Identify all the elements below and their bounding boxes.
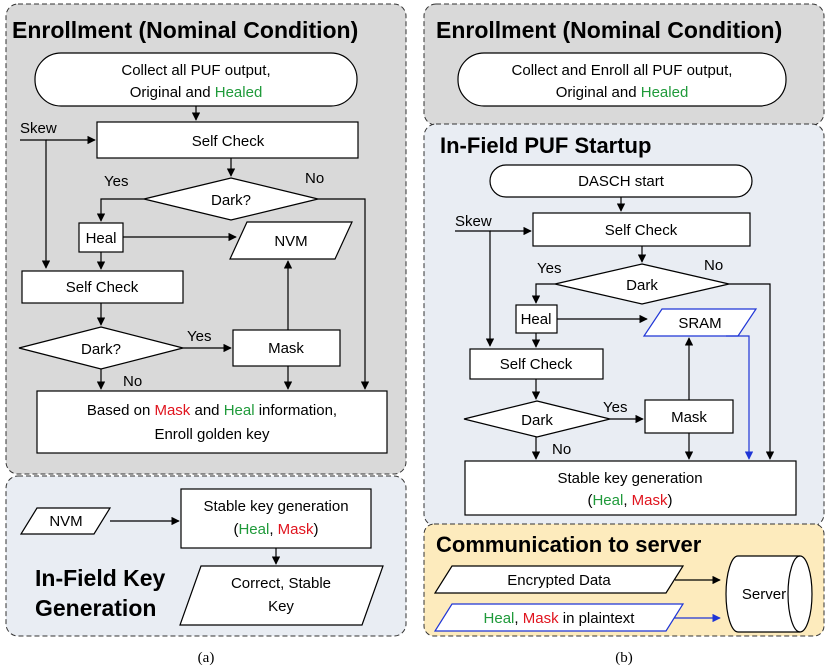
stable-comma-b: , xyxy=(623,492,631,509)
infield-key-title-1: In-Field Key xyxy=(35,565,166,591)
collect-line2-b: Original and Healed xyxy=(556,84,689,101)
correct-line1: Correct, Stable xyxy=(231,575,331,592)
communication-title: Communication to server xyxy=(436,532,702,557)
yes-label-1-a: Yes xyxy=(104,173,128,190)
collect-healed-b: Healed xyxy=(641,84,689,101)
panel-a: Enrollment (Nominal Condition) Collect a… xyxy=(5,3,407,666)
stable-key-box-a xyxy=(180,488,372,549)
enroll-golden-key-label: Enroll golden key xyxy=(154,426,270,443)
correct-line2: Key xyxy=(268,598,294,615)
skew-label-b: Skew xyxy=(455,213,492,230)
dark-label-2-a: Dark? xyxy=(81,341,121,358)
stable-mask-a: Mask xyxy=(278,521,314,538)
enrollment-title-a: Enrollment (Nominal Condition) xyxy=(12,17,358,43)
plain-heal: Heal xyxy=(484,610,515,627)
caption-b: (b) xyxy=(615,650,633,666)
plain-rest: in plaintext xyxy=(559,610,636,627)
based-heal: Heal xyxy=(224,402,255,419)
correct-key-parallelogram xyxy=(179,565,384,626)
self-check-box-2-a xyxy=(21,270,184,304)
no-label-2-a: No xyxy=(123,373,142,390)
heal-label-b: Heal xyxy=(521,311,552,328)
nvm-label-a: NVM xyxy=(274,233,307,250)
plaintext-parallelogram xyxy=(433,603,685,632)
self-check-label-1-a: Self Check xyxy=(192,133,265,150)
mask-label-b: Mask xyxy=(671,409,707,426)
heal-box-a xyxy=(78,222,124,253)
self-check-label-2-b: Self Check xyxy=(500,356,573,373)
stable-heal-b: Heal xyxy=(592,492,623,509)
based-mask: Mask xyxy=(154,402,190,419)
encrypted-data-parallelogram xyxy=(433,565,685,594)
no-label-2-b: No xyxy=(552,441,571,458)
enroll-golden-key-box xyxy=(36,390,388,454)
based-line: Based on Mask and Heal information, xyxy=(87,402,337,419)
stable-close-b: ) xyxy=(668,492,673,509)
collect-line1-b: Collect and Enroll all PUF output, xyxy=(512,62,733,79)
panel-b: Enrollment (Nominal Condition) Collect a… xyxy=(423,3,825,666)
nvm-parallelogram-infield xyxy=(19,507,112,535)
stable-key-line2-a: (Heal, Mask) xyxy=(233,521,318,538)
stable-mask-b: Mask xyxy=(632,492,668,509)
collect-healed: Healed xyxy=(215,84,263,101)
collect-box-b xyxy=(457,52,787,107)
dasch-start-label: DASCH start xyxy=(578,173,665,190)
self-check-box-2-b xyxy=(469,348,604,380)
dark-label-2-b: Dark xyxy=(521,412,553,429)
stable-heal-a: Heal xyxy=(238,521,269,538)
nvm-parallelogram-a xyxy=(229,221,353,260)
mask-label-a: Mask xyxy=(268,340,304,357)
skew-label-a: Skew xyxy=(20,120,57,137)
stable-key-line1-a: Stable key generation xyxy=(203,498,348,515)
startup-title: In-Field PUF Startup xyxy=(440,133,651,158)
heal-box-b xyxy=(515,304,558,334)
dark-label-1-a: Dark? xyxy=(211,192,251,209)
stable-close-a: ) xyxy=(314,521,319,538)
dark-diamond-1-b xyxy=(554,263,730,305)
self-check-box-1-a xyxy=(96,121,359,159)
yes-label-1-b: Yes xyxy=(537,260,561,277)
connectors-b xyxy=(455,197,775,460)
encrypted-data-label: Encrypted Data xyxy=(507,572,611,589)
stable-open-b: ( xyxy=(587,492,592,509)
mask-box-b xyxy=(644,399,734,434)
yes-label-2-b: Yes xyxy=(603,399,627,416)
self-check-box-1-b xyxy=(532,212,751,247)
connectors-a xyxy=(20,106,370,390)
plain-mask: Mask xyxy=(523,610,559,627)
stable-key-box-b xyxy=(464,460,797,516)
collect-line1: Collect all PUF output, xyxy=(121,62,270,79)
collect-line2: Original and Healed xyxy=(130,84,263,101)
plaintext-label: Heal, Mask in plaintext xyxy=(484,610,636,627)
heal-label-a: Heal xyxy=(86,230,117,247)
based-a: Based on xyxy=(87,402,155,419)
sram-label: SRAM xyxy=(678,315,721,332)
nvm-label-infield: NVM xyxy=(49,513,82,530)
plain-comma: , xyxy=(514,610,522,627)
no-label-1-a: No xyxy=(305,170,324,187)
based-b: and xyxy=(190,402,223,419)
dark-diamond-1-a xyxy=(143,177,319,221)
server-cylinder xyxy=(725,555,813,633)
stable-key-line1-b: Stable key generation xyxy=(557,470,702,487)
self-check-label-2-a: Self Check xyxy=(66,279,139,296)
stable-comma-a: , xyxy=(269,521,277,538)
self-check-label-1-b: Self Check xyxy=(605,222,678,239)
yes-label-2-a: Yes xyxy=(187,328,211,345)
caption-a: (a) xyxy=(198,650,215,666)
mask-box-a xyxy=(232,329,341,367)
dark-label-1-b: Dark xyxy=(626,277,658,294)
collect-original: Original and xyxy=(130,84,215,101)
stable-key-line2-b: (Heal, Mask) xyxy=(587,492,672,509)
enrollment-title-b: Enrollment (Nominal Condition) xyxy=(436,17,782,43)
based-c: information, xyxy=(255,402,338,419)
stable-open-a: ( xyxy=(233,521,238,538)
collect-original-b: Original and xyxy=(556,84,641,101)
infield-key-title-2: Generation xyxy=(35,595,156,621)
no-label-1-b: No xyxy=(704,257,723,274)
dark-diamond-2-b xyxy=(463,400,611,438)
server-label: Server xyxy=(742,586,786,603)
